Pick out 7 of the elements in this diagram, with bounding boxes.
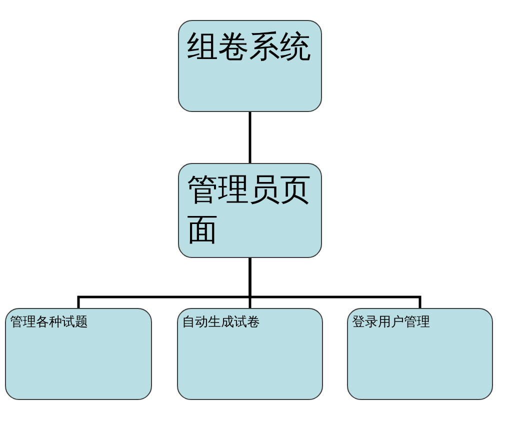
process-box: 登录用户管理	[347, 308, 493, 400]
process-box: 组卷系统	[178, 20, 322, 112]
process-box: 管理员页面	[178, 163, 322, 258]
connector-line	[248, 112, 252, 163]
connector-line	[248, 258, 422, 308]
process-box: 自动生成试卷	[177, 308, 323, 400]
process-box: 管理各种试题	[5, 308, 152, 400]
